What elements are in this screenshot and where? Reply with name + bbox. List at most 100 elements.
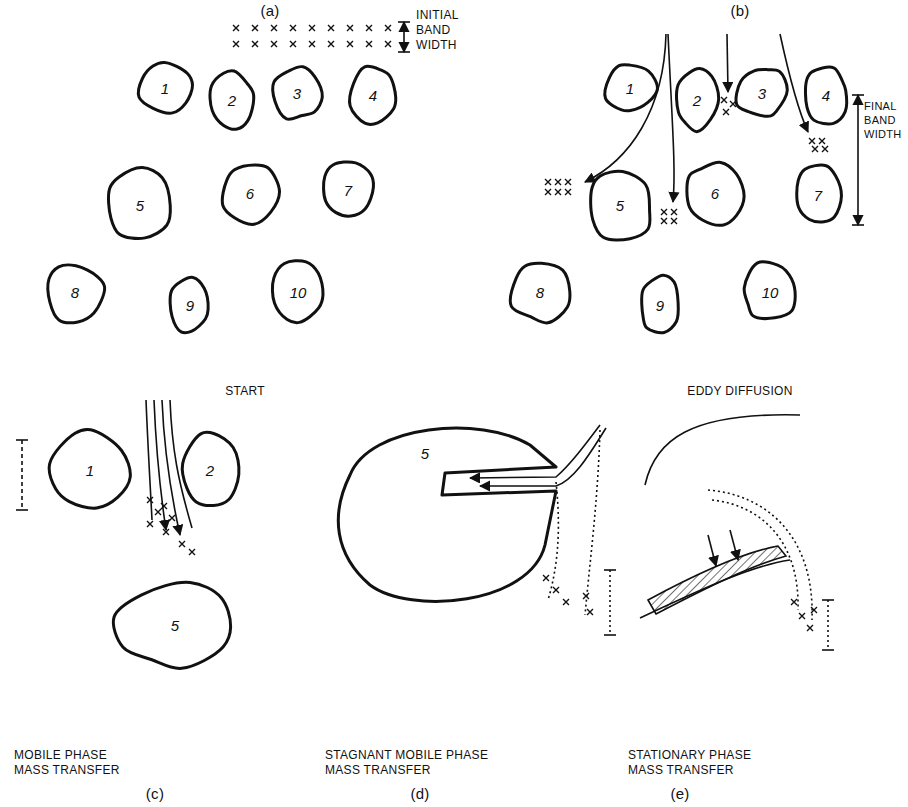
solute-marker bbox=[661, 209, 667, 215]
particle-outline bbox=[170, 277, 208, 333]
packing-particle: 1 bbox=[134, 59, 196, 117]
particle-number: 10 bbox=[762, 285, 779, 300]
packing-particle: 1 bbox=[45, 425, 135, 515]
solute-marker bbox=[661, 218, 667, 224]
particle-outline bbox=[182, 432, 239, 505]
caption-box: (c) bbox=[135, 785, 175, 804]
solute-marker bbox=[543, 575, 549, 581]
caption-box: START bbox=[185, 384, 305, 399]
solute-marker bbox=[252, 25, 258, 31]
caption-box: (e) bbox=[660, 785, 700, 804]
particle-number: 5 bbox=[616, 198, 624, 213]
solute-marker bbox=[555, 179, 561, 185]
solute-marker bbox=[347, 25, 353, 31]
solute-marker bbox=[163, 529, 169, 535]
panel-caption: START bbox=[185, 384, 305, 399]
panel-letter: (b) bbox=[720, 2, 760, 21]
solute-marker bbox=[233, 41, 239, 47]
solute-marker bbox=[271, 25, 277, 31]
particle-outline bbox=[222, 165, 279, 224]
solute-marker bbox=[328, 41, 334, 47]
caption-box: (d) bbox=[400, 785, 440, 804]
solute-marker bbox=[385, 25, 391, 31]
solute-marker bbox=[347, 41, 353, 47]
panel-caption: STAGNANT MOBILE PHASE MASS TRANSFER bbox=[325, 748, 495, 778]
caption-box: (a) bbox=[250, 2, 290, 21]
particle-number: 2 bbox=[206, 463, 214, 478]
particle-outline bbox=[510, 263, 570, 323]
particle-number: 1 bbox=[161, 81, 169, 96]
particle-number: 1 bbox=[86, 463, 94, 478]
particle-outline bbox=[805, 67, 846, 124]
particle-number: 6 bbox=[246, 186, 254, 201]
solute-marker bbox=[147, 521, 153, 527]
solute-marker bbox=[366, 25, 372, 31]
panel-caption: MOBILE PHASE MASS TRANSFER bbox=[14, 748, 132, 778]
particle-number: 5 bbox=[136, 198, 144, 213]
panel-caption: FINAL BAND WIDTH bbox=[864, 100, 906, 141]
particle-number: 8 bbox=[536, 285, 544, 300]
solute-marker bbox=[723, 109, 729, 115]
solute-marker bbox=[252, 41, 258, 47]
caption-box: FINAL BAND WIDTH bbox=[864, 100, 906, 141]
solute-marker bbox=[161, 503, 167, 509]
packing-particle: 3 bbox=[266, 62, 328, 124]
packing-particle: 5 bbox=[110, 575, 240, 675]
solute-marker bbox=[555, 189, 561, 195]
packing-particle: 5 bbox=[330, 415, 570, 615]
packing-particle: 8 bbox=[39, 257, 111, 327]
solute-marker bbox=[819, 138, 825, 144]
solute-marker bbox=[721, 97, 727, 103]
panel-caption: INITIAL BAND WIDTH bbox=[416, 8, 488, 53]
solute-marker bbox=[553, 587, 559, 593]
packing-particle: 6 bbox=[682, 156, 748, 230]
solute-marker bbox=[809, 138, 815, 144]
particle-outline bbox=[642, 275, 679, 333]
packing-particle: 6 bbox=[217, 156, 283, 230]
particle-outline bbox=[605, 65, 658, 111]
packing-particle: 2 bbox=[176, 424, 244, 516]
solute-marker bbox=[328, 25, 334, 31]
packing-particle: 7 bbox=[790, 161, 846, 229]
solute-marker bbox=[563, 599, 569, 605]
particle-number: 10 bbox=[290, 285, 307, 300]
solute-marker bbox=[147, 497, 153, 503]
solute-marker bbox=[807, 625, 813, 631]
packing-particle: 2 bbox=[671, 64, 723, 136]
caption-box: (b) bbox=[720, 2, 760, 21]
solute-marker bbox=[565, 189, 571, 195]
packing-particle: 4 bbox=[344, 61, 402, 129]
particle-number: 9 bbox=[656, 298, 664, 313]
solute-marker bbox=[822, 146, 828, 152]
panel-letter: (c) bbox=[135, 785, 175, 804]
particle-outline bbox=[273, 67, 323, 120]
particle-outline bbox=[138, 62, 192, 113]
packing-particle: 3 bbox=[731, 62, 793, 124]
particle-outline bbox=[49, 429, 130, 508]
panel-letter: (e) bbox=[660, 785, 700, 804]
solute-marker bbox=[811, 607, 817, 613]
panel-letter: (d) bbox=[400, 785, 440, 804]
packing-particle: 5 bbox=[101, 162, 179, 248]
particle-outline bbox=[744, 262, 795, 319]
caption-box: INITIAL BAND WIDTH bbox=[416, 8, 488, 53]
packing-particle: 2 bbox=[206, 64, 258, 136]
solute-marker bbox=[309, 25, 315, 31]
packing-particle: 10 bbox=[265, 257, 331, 327]
caption-box: STAGNANT MOBILE PHASE MASS TRANSFER bbox=[325, 748, 495, 778]
particle-number: 4 bbox=[822, 88, 830, 103]
solute-marker bbox=[290, 25, 296, 31]
solute-marker bbox=[169, 515, 175, 521]
particle-outline bbox=[272, 261, 323, 323]
particle-number: 5 bbox=[421, 446, 429, 461]
packing-particle: 9 bbox=[636, 271, 684, 339]
panel-caption: EDDY DIFFUSION bbox=[660, 384, 820, 399]
packing-particle: 10 bbox=[737, 257, 803, 327]
particle-number: 7 bbox=[344, 183, 352, 198]
particle-number: 1 bbox=[626, 81, 634, 96]
solute-marker bbox=[565, 179, 571, 185]
solute-marker bbox=[155, 509, 161, 515]
particle-outline bbox=[736, 70, 787, 117]
